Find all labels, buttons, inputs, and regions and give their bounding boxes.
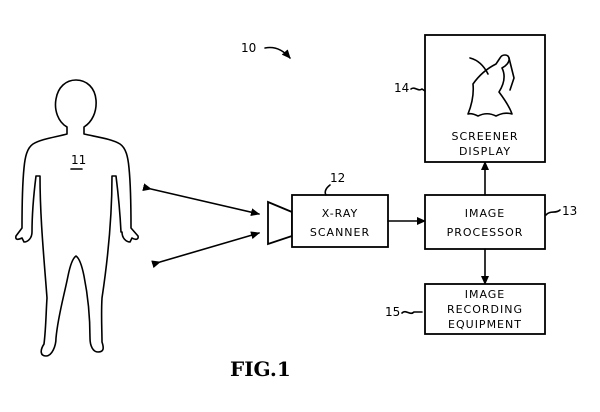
processor-ref-label: 13 (562, 204, 577, 218)
processor-ref-leader (545, 209, 561, 216)
scanner-ref-leader (324, 184, 331, 196)
screener-display-label-2: DISPLAY (459, 145, 511, 158)
figure-caption: FIG.1 (230, 357, 291, 381)
recording-ref-leader (401, 310, 423, 315)
scanner-aperture (267, 200, 293, 246)
image-processor-label-1: IMAGE (465, 207, 506, 220)
display-ref-leader (410, 87, 426, 92)
image-recording-label-2: RECORDING (447, 303, 523, 316)
xray-scanner-box (291, 194, 389, 248)
image-processor-label-2: PROCESSOR (447, 226, 524, 239)
image-recording-label-1: IMAGE (465, 288, 506, 301)
upper-ray-arrow (142, 183, 260, 217)
screener-display-label-1: SCREENER (451, 130, 518, 143)
person-outline (15, 79, 139, 357)
display-ref-label: 14 (394, 81, 409, 95)
scanner-ref-label: 12 (330, 171, 345, 185)
lower-ray-arrow (151, 231, 260, 269)
image-recording-label-3: EQUIPMENT (448, 318, 522, 331)
recording-ref-label: 15 (385, 305, 400, 319)
system-ref-leader (264, 46, 291, 59)
screener-display-box (424, 34, 546, 163)
image-recording-box (424, 283, 546, 335)
image-processor-box (424, 194, 546, 250)
system-ref-label: 10 (241, 41, 256, 55)
person-ref-label: 11 (71, 153, 86, 167)
scanned-image-silhouette (467, 54, 515, 117)
xray-scanner-label-1: X-RAY (322, 207, 359, 220)
xray-scanner-label-2: SCANNER (310, 226, 370, 239)
